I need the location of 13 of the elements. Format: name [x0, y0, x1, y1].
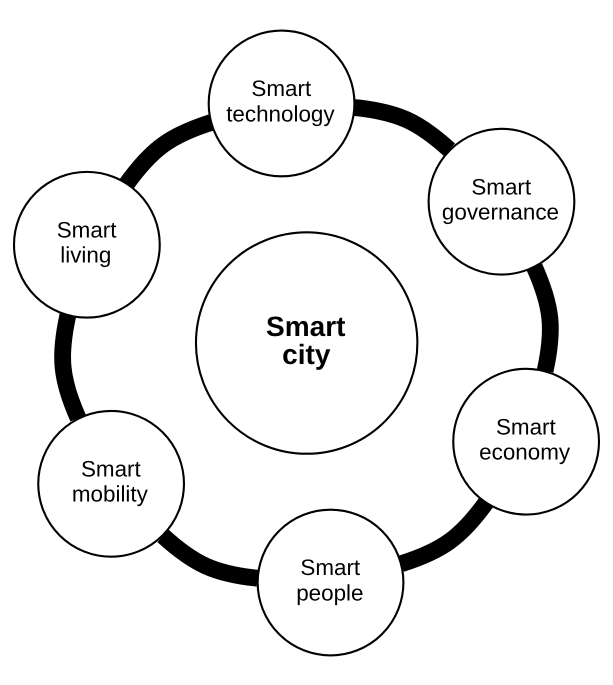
- node-circle: Smart economy: [452, 367, 600, 516]
- node-circle: Smart living: [12, 170, 161, 318]
- connector: [353, 98, 455, 156]
- node-circle: Smart governance: [428, 127, 576, 276]
- connector: [54, 313, 86, 421]
- connector: [526, 263, 559, 372]
- node-circle: Smart mobility: [37, 409, 186, 558]
- node-circle: Smart people: [256, 508, 404, 656]
- node-circle: Smart city: [194, 230, 418, 454]
- node-circle: Smart technology: [208, 29, 356, 177]
- connector: [120, 114, 214, 188]
- connector: [158, 529, 259, 586]
- connector: [398, 497, 493, 572]
